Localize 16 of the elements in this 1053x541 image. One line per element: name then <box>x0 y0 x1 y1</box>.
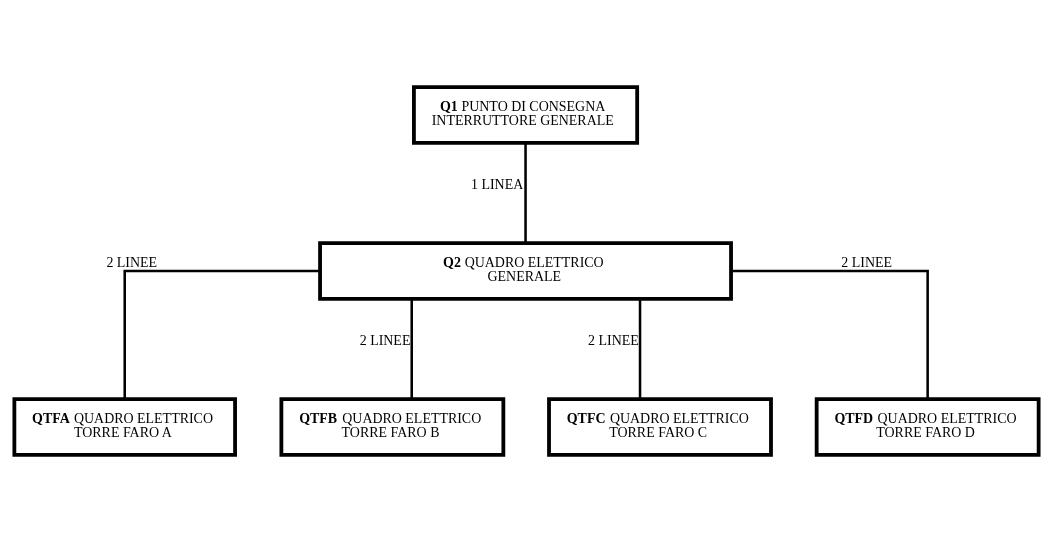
connector <box>123 269 320 399</box>
node-box: Q1 PUNTO DI CONSEGNA INTERRUTTORE GENERALE <box>412 84 640 145</box>
connector <box>524 142 527 243</box>
node-box: Q2 QUADRO ELETTRICO GENERALE <box>318 240 733 301</box>
connector <box>638 298 642 399</box>
edge-label: 2 LINEE <box>359 332 411 348</box>
node-box: QTFB QUADRO ELETTRICO TORRE FARO B <box>279 396 506 457</box>
edge-label: 2 LINEE <box>588 332 639 348</box>
node-box: QTFD QUADRO ELETTRICO TORRE FARO D <box>814 396 1041 457</box>
edge-label: 1 LINEA <box>471 176 524 192</box>
edge-label: 2 LINEE <box>841 254 893 270</box>
connector <box>731 269 929 399</box>
node-box: QTFA QUADRO ELETTRICO TORRE FARO A <box>12 396 237 457</box>
connector <box>410 298 413 399</box>
node-box: QTFC QUADRO ELETTRICO TORRE FARO C <box>547 396 773 457</box>
edge-label: 2 LINEE <box>106 254 158 270</box>
